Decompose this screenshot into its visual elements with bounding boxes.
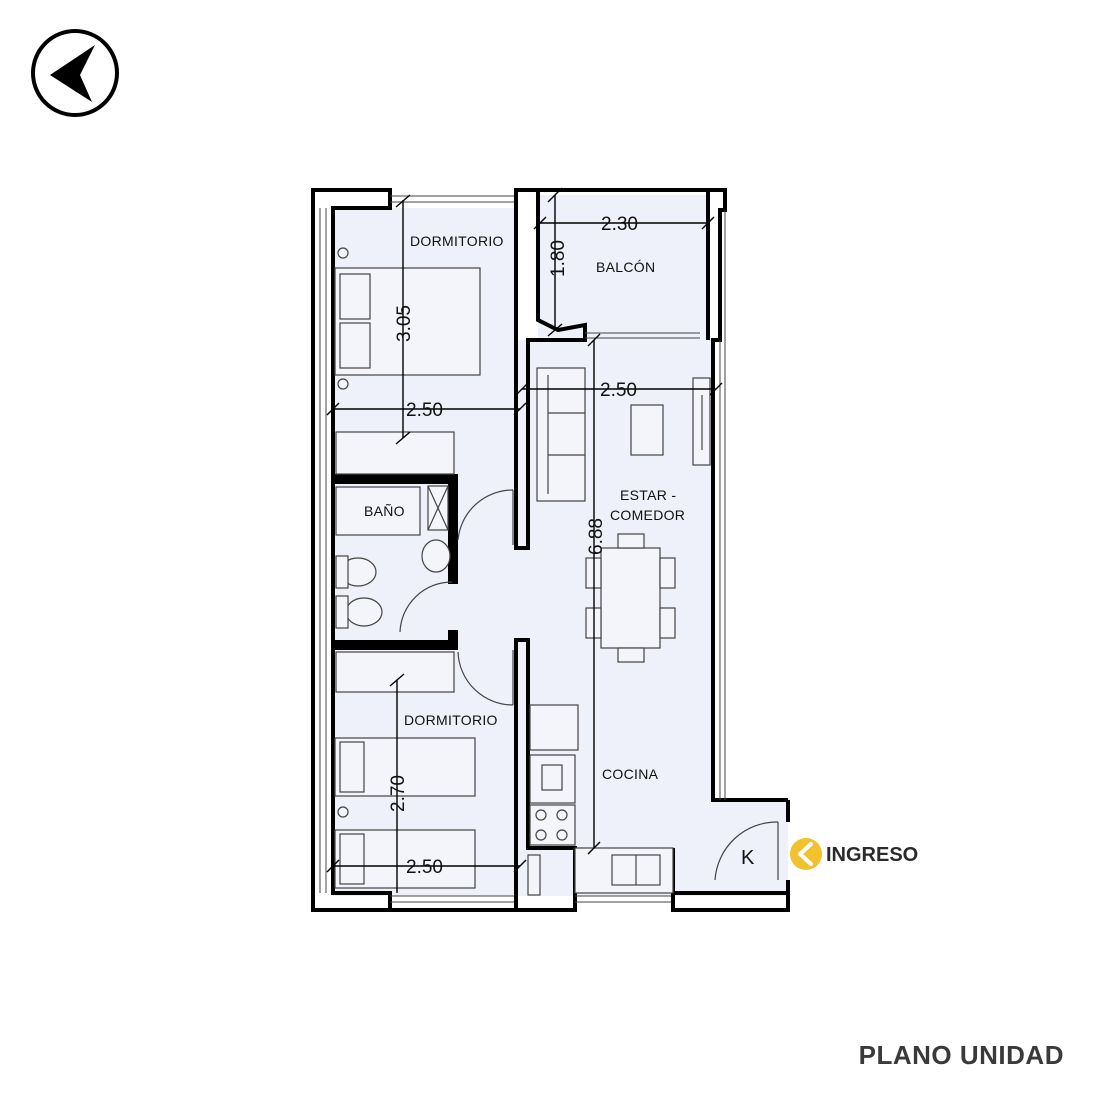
label-cocina: COCINA	[602, 766, 659, 782]
furniture	[334, 247, 711, 896]
dim-dorm-bottom-width: 2.50	[406, 857, 443, 878]
dim-estar-length: 6.88	[586, 518, 607, 555]
label-estar: ESTAR -	[620, 487, 676, 503]
north-arrow-icon	[31, 29, 119, 117]
label-dormitorio-bottom: DORMITORIO	[404, 712, 498, 728]
label-comedor: COMEDOR	[610, 507, 685, 523]
entrance-label: INGRESO	[826, 844, 918, 866]
dimension-lines	[326, 187, 723, 893]
dim-balcon-width: 2.30	[601, 214, 638, 235]
chevron-left-icon	[790, 838, 822, 870]
label-balcon: BALCÓN	[596, 259, 655, 275]
dim-dorm-bottom-height: 2.70	[388, 775, 409, 812]
walls	[311, 188, 790, 912]
label-bano: BAÑO	[364, 503, 405, 519]
doors	[399, 489, 779, 881]
dim-dorm-top-height: 3.05	[394, 305, 415, 342]
dim-balcon-depth: 1.80	[548, 240, 569, 277]
dim-dorm-top-width: 2.50	[406, 400, 443, 421]
label-dormitorio-top: DORMITORIO	[410, 233, 504, 249]
dim-estar-width: 2.50	[600, 380, 637, 401]
page-title: PLANO UNIDAD	[858, 1040, 1064, 1070]
entrance-marker: K	[741, 847, 755, 869]
